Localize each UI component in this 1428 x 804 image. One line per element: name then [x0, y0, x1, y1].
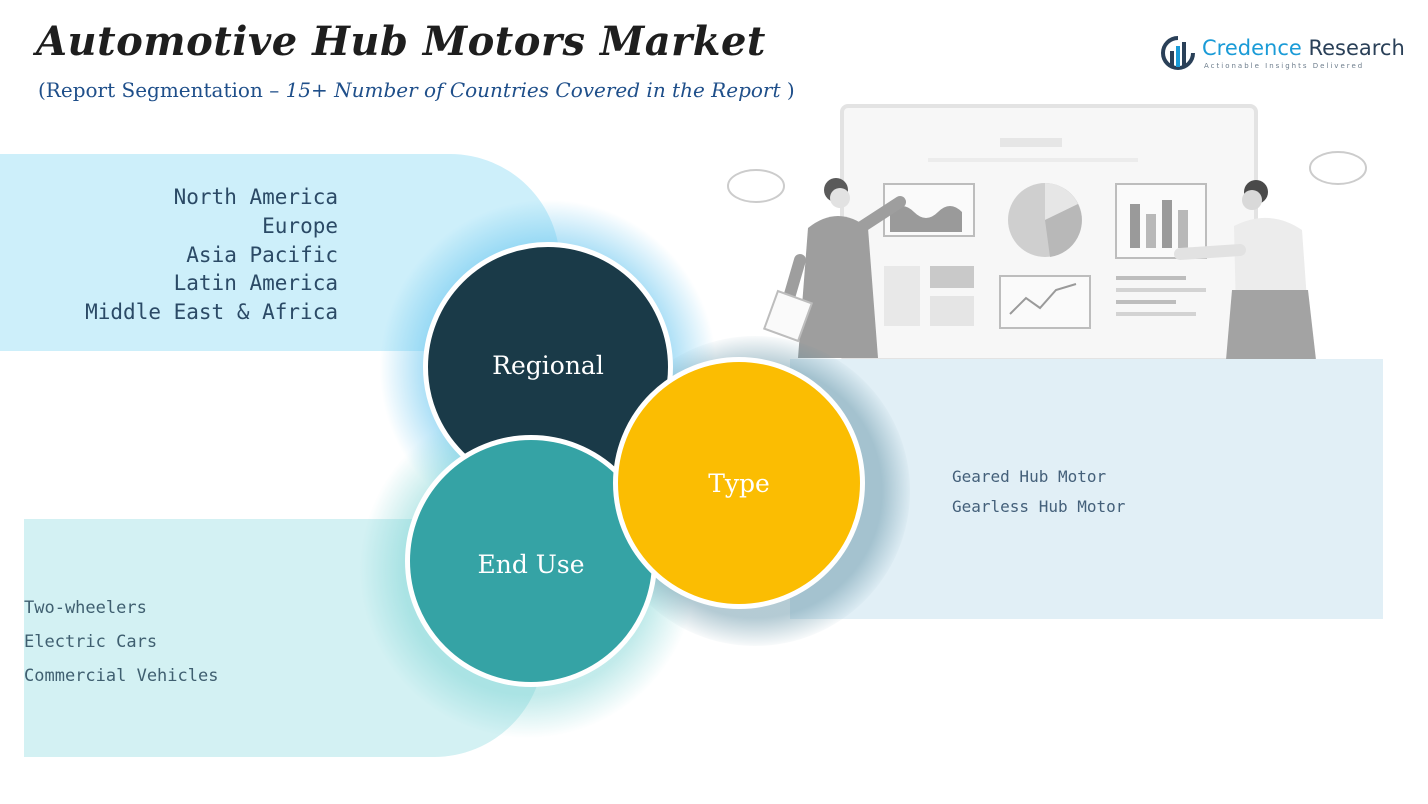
end-use-label: End Use	[477, 549, 585, 579]
type-panel	[790, 359, 1383, 619]
list-item: Latin America	[173, 271, 338, 296]
type-label: Type	[708, 468, 770, 498]
page-subtitle: (Report Segmentation – 15+ Number of Cou…	[38, 78, 795, 102]
list-item: Asia Pacific	[186, 242, 338, 267]
logo-tagline: Actionable Insights Delivered	[1204, 62, 1365, 70]
end-use-items: Two-wheelers Electric Cars Commercial Ve…	[24, 591, 218, 693]
regional-label: Regional	[492, 350, 604, 380]
type-circle: Type	[613, 357, 865, 609]
list-item: Two-wheelers	[24, 598, 147, 618]
logo-name: Credence Research	[1202, 36, 1405, 60]
list-item: Middle East & Africa	[85, 300, 338, 325]
list-item: Commercial Vehicles	[24, 666, 219, 686]
regional-items: North America Europe Asia Pacific Latin …	[85, 183, 338, 327]
presentation-illustration	[727, 104, 1367, 360]
subtitle-prefix: (Report Segmentation –	[38, 78, 286, 102]
company-logo: Credence Research Actionable Insights De…	[1160, 34, 1405, 80]
logo-name-accent: Credence	[1202, 36, 1302, 60]
list-item: Geared Hub Motor	[952, 467, 1107, 486]
logo-mark-icon	[1161, 36, 1195, 70]
list-item: North America	[173, 185, 338, 209]
page-title: Automotive Hub Motors Market	[36, 18, 766, 65]
list-item: Electric Cars	[24, 632, 158, 652]
subtitle-suffix: )	[786, 78, 795, 102]
list-item: Europe	[262, 213, 338, 238]
subtitle-emphasis: 15+ Number of Countries Covered in the R…	[285, 78, 781, 102]
logo-name-rest: Research	[1301, 36, 1405, 60]
type-items: Geared Hub Motor Gearless Hub Motor	[952, 462, 1125, 522]
list-item: Gearless Hub Motor	[952, 497, 1126, 516]
